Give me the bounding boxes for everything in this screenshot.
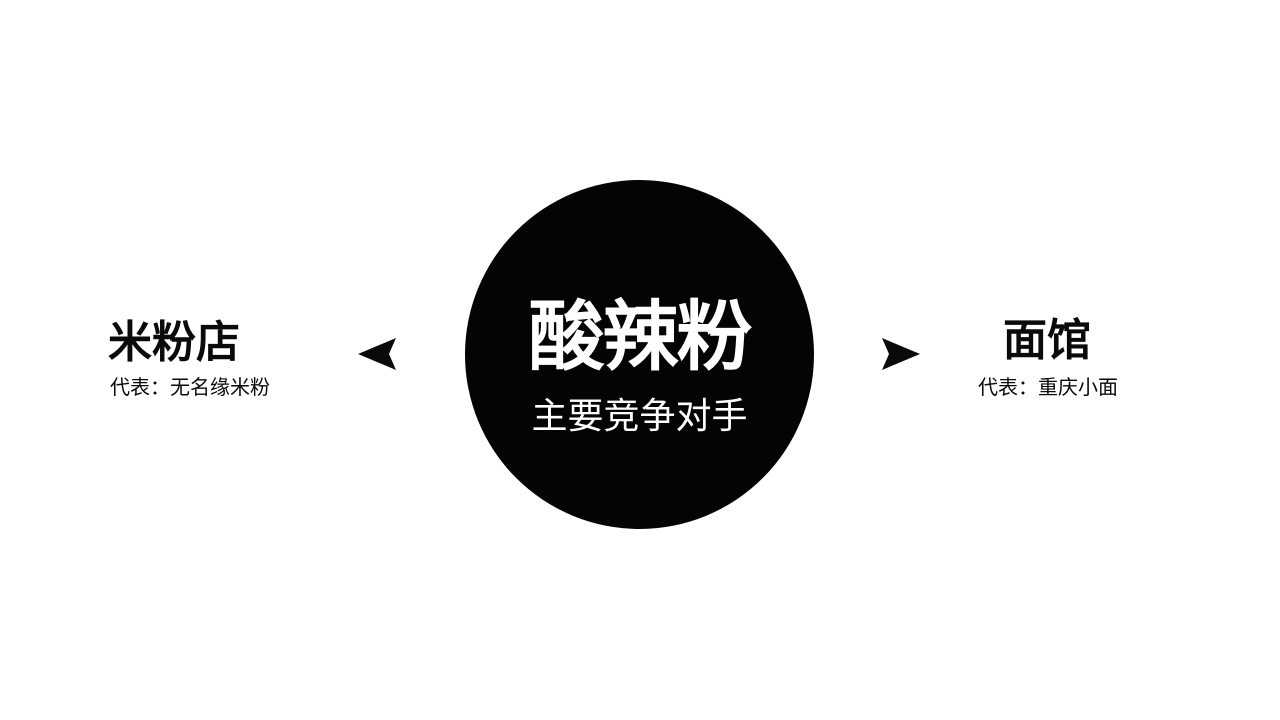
center-title: 酸辣粉 bbox=[528, 292, 753, 381]
left-subtitle: 代表：无名缘米粉 bbox=[110, 375, 270, 399]
center-subtitle: 主要竞争对手 bbox=[531, 396, 748, 437]
right-subtitle: 代表：重庆小面 bbox=[978, 375, 1118, 399]
center-circle bbox=[465, 180, 814, 529]
left-arrow-icon bbox=[358, 338, 396, 370]
right-title: 面馆 bbox=[1003, 315, 1091, 366]
right-arrow-icon bbox=[882, 338, 920, 370]
left-title: 米粉店 bbox=[108, 317, 240, 368]
